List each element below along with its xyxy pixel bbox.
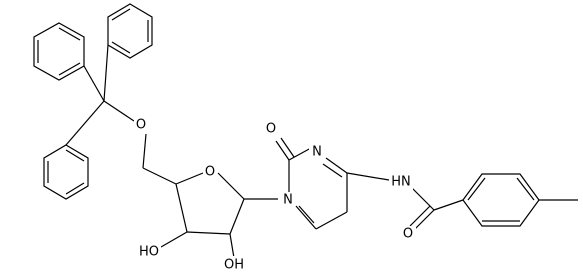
hydroxyl-c2-label: OH bbox=[224, 258, 244, 273]
bond-c6-n1 bbox=[295, 205, 317, 230]
bond-c5-c6 bbox=[315, 211, 348, 230]
bond-n3-c4-double bbox=[322, 163, 343, 178]
bond-co-aryl bbox=[433, 199, 464, 211]
bond-nh-co bbox=[409, 185, 435, 211]
phenyl-ring-2 bbox=[107, 3, 153, 59]
bond-o-ch2 bbox=[142, 133, 147, 169]
ring-oxygen-label: O bbox=[205, 165, 215, 180]
bond-cq-o bbox=[103, 100, 135, 122]
bond-o4-c1 bbox=[217, 172, 245, 200]
ether-oxygen-label: O bbox=[136, 118, 146, 133]
ring-nitrogen-n1-label: N bbox=[283, 193, 293, 208]
amide-oxygen-label: O bbox=[403, 227, 413, 242]
bond-co-o bbox=[413, 209, 435, 231]
bond-c4-o4 bbox=[175, 172, 204, 185]
tolyl-ring bbox=[462, 173, 540, 227]
bond-co-o-double bbox=[409, 205, 431, 227]
bond-cq-ph1 bbox=[83, 65, 105, 102]
pyrimidinone-oxygen-label: O bbox=[266, 122, 276, 137]
atom-labels: O O HO OH O N N HN O bbox=[134, 116, 416, 273]
bond-c4-nh bbox=[346, 172, 390, 181]
bond-c3-oh bbox=[160, 231, 188, 248]
amide-nitrogen-label: HN bbox=[391, 175, 411, 190]
bond-ch2-c4 bbox=[142, 167, 177, 185]
bond-c3-c4 bbox=[175, 183, 188, 233]
bond-c2-o-double bbox=[280, 137, 295, 158]
pyrimidinone-ring bbox=[275, 137, 348, 230]
ring-nitrogen-n3-label: N bbox=[312, 145, 322, 160]
phenyl-ring-1 bbox=[33, 22, 85, 81]
bond-c6-n1-double bbox=[298, 205, 315, 224]
bond-c2-oh bbox=[229, 233, 235, 259]
bond-c2-c3 bbox=[186, 231, 231, 235]
trityl-group bbox=[33, 3, 153, 200]
bond-cq-ph3 bbox=[65, 100, 105, 146]
ribose-unit bbox=[142, 133, 278, 259]
toluamide-group bbox=[346, 172, 578, 231]
phenyl-ring-3 bbox=[43, 144, 89, 200]
bond-n3-c4 bbox=[325, 157, 348, 174]
bond-c2-o bbox=[275, 140, 290, 161]
bond-c2-n3 bbox=[288, 147, 312, 161]
bond-c1-c2 bbox=[229, 198, 245, 235]
hydroxyl-c3-label: HO bbox=[139, 245, 159, 260]
bond-cq-ph2 bbox=[103, 44, 109, 102]
